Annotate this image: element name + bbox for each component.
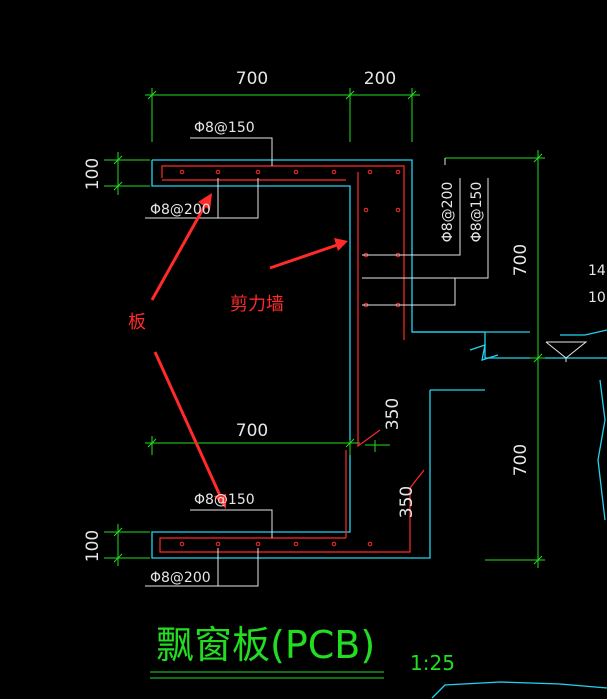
right-edge-text-1: 14. xyxy=(588,263,607,279)
leader-lines xyxy=(145,137,489,587)
dimension-lines xyxy=(104,88,545,568)
dim-chamfer-2: 350 xyxy=(397,486,417,518)
dim-slab-thickness-top: 100 xyxy=(83,158,103,190)
rebar-lines xyxy=(159,165,425,553)
level-marker-icon xyxy=(545,341,588,362)
rebar-wall-right: Φ8@150 xyxy=(469,182,485,243)
rebar-top-slab-lower: Φ8@200 xyxy=(150,202,211,218)
right-edge-text-2: 10. xyxy=(588,290,607,306)
dim-slab-thickness-bottom: 100 xyxy=(83,530,103,562)
rebar-dots xyxy=(179,169,401,547)
concrete-outline xyxy=(151,159,607,699)
rebar-bottom-slab-lower: Φ8@200 xyxy=(150,570,211,586)
dim-top-width: 700 xyxy=(236,69,268,89)
dim-right-height-upper: 700 xyxy=(511,244,531,276)
annotation-arrows xyxy=(150,193,348,509)
wall-label: 剪力墙 xyxy=(230,294,284,315)
dim-top-right-width: 200 xyxy=(364,69,396,89)
dim-chamfer-1: 350 xyxy=(383,398,403,430)
rebar-bottom-slab-upper: Φ8@150 xyxy=(194,492,255,508)
drawing-title: 飘窗板(PCB) xyxy=(156,623,375,667)
dim-bottom-width: 700 xyxy=(236,421,268,441)
drawing-scale: 1:25 xyxy=(410,651,455,675)
rebar-top-slab-upper: Φ8@150 xyxy=(194,120,255,136)
rebar-wall-left: Φ8@200 xyxy=(440,182,456,243)
dim-right-height-lower: 700 xyxy=(511,444,531,476)
slab-label: 板 xyxy=(128,312,146,333)
